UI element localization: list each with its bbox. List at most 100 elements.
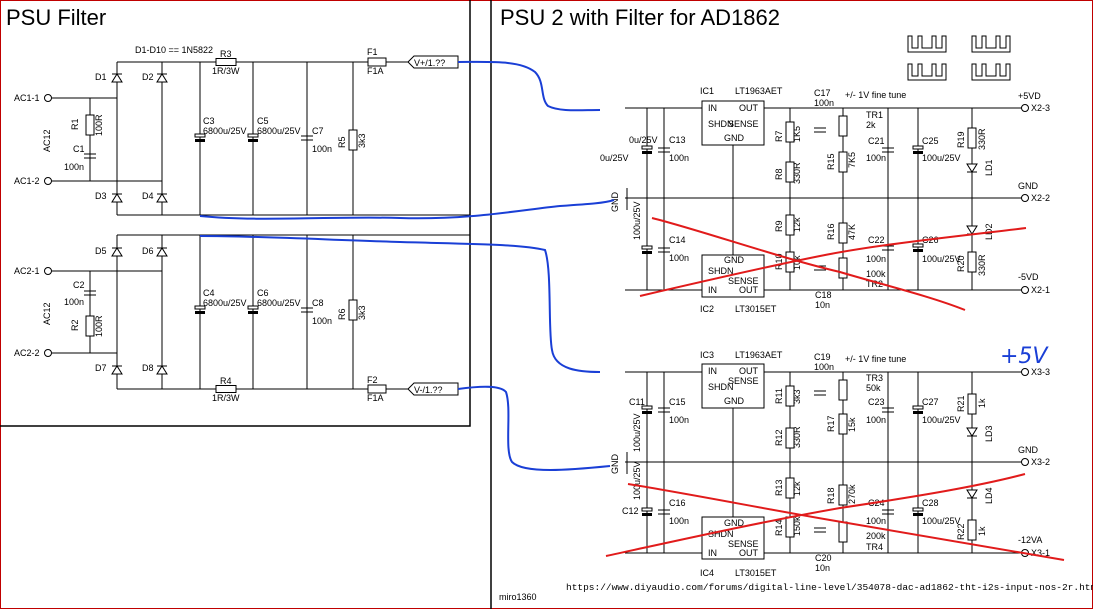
svg-text:R3: R3 [220,49,232,59]
svg-text:R7: R7 [774,130,784,142]
svg-text:100u/25V: 100u/25V [922,516,961,526]
svg-text:100n: 100n [669,516,689,526]
rail-label: GND [1018,445,1039,455]
svg-text:1K5: 1K5 [792,126,802,142]
svg-text:100n: 100n [64,297,84,307]
fine-tune-note: +/- 1V fine tune [845,354,906,364]
svg-text:R16: R16 [826,223,836,240]
svg-text:50k: 50k [866,383,881,393]
svg-text:C22: C22 [868,235,885,245]
svg-text:150k: 150k [792,516,802,536]
rail-label: -5VD [1018,272,1039,282]
terminal-label: X3-2 [1031,457,1050,467]
svg-text:47K: 47K [847,224,857,240]
svg-text:IC3: IC3 [700,350,714,360]
svg-text:C4: C4 [203,288,215,298]
svg-text:D4: D4 [142,191,154,201]
right-title: PSU 2 with Filter for AD1862 [500,5,780,30]
svg-text:IN: IN [708,548,717,558]
svg-text:SENSE: SENSE [728,276,759,286]
upper-rectifier: D1-D10 == 1N5822 D1 D2 D3 D4 AC1-1 AC1-2… [14,45,470,216]
svg-text:D8: D8 [142,363,154,373]
svg-text:0u/25V: 0u/25V [629,135,658,145]
svg-text:LT3015ET: LT3015ET [735,568,777,578]
svg-text:LT3015ET: LT3015ET [735,304,777,314]
terminal-label: X3-1 [1031,548,1050,558]
svg-text:100u/25V: 100u/25V [922,153,961,163]
svg-text:C13: C13 [669,135,686,145]
svg-text:R21: R21 [956,395,966,412]
blue-hand-wires [199,60,615,471]
svg-text:3k3: 3k3 [357,305,367,320]
svg-text:R11: R11 [774,388,784,404]
ac-input: AC2-1 [14,266,40,276]
diode-note: D1-D10 == 1N5822 [135,45,213,55]
rail-label: +5VD [1018,91,1041,101]
svg-text:GND: GND [724,255,745,265]
source-url: https://www.diyaudio.com/forums/digital-… [566,582,1093,593]
svg-text:F1: F1 [367,47,378,57]
svg-text:R2: R2 [70,319,80,331]
svg-text:7K5: 7K5 [847,152,857,168]
svg-text:C27: C27 [922,397,939,407]
svg-text:3k3: 3k3 [357,133,367,148]
svg-text:R15: R15 [826,153,836,170]
svg-text:12k: 12k [792,481,802,496]
left-title: PSU Filter [6,5,106,30]
svg-text:100n: 100n [312,144,332,154]
svg-text:3k3: 3k3 [792,389,802,404]
svg-text:100n: 100n [866,254,886,264]
svg-text:R5: R5 [337,136,347,148]
svg-text:IN: IN [708,103,717,113]
svg-text:C19: C19 [814,352,831,362]
svg-text:GND: GND [610,454,620,475]
regulator-ic [701,100,765,146]
svg-text:C18: C18 [815,290,832,300]
handwritten-note: +5V [1000,344,1049,369]
svg-text:R18: R18 [826,487,836,504]
svg-text:R12: R12 [774,429,784,446]
svg-text:100n: 100n [669,415,689,425]
svg-text:100n: 100n [669,253,689,263]
svg-text:6800u/25V: 6800u/25V [257,298,301,308]
svg-text:1k: 1k [977,398,987,408]
svg-text:IC1: IC1 [700,86,714,96]
svg-text:C2: C2 [73,280,85,290]
svg-text:D2: D2 [142,72,154,82]
svg-text:F1A: F1A [367,393,384,403]
svg-text:SHDN: SHDN [708,119,734,129]
svg-text:SHDN: SHDN [708,266,734,276]
svg-text:C1: C1 [73,144,85,154]
svg-text:12k: 12k [792,217,802,232]
ac-input: AC2-2 [14,348,40,358]
svg-text:C12: C12 [622,506,639,516]
svg-text:C8: C8 [312,298,324,308]
svg-text:C17: C17 [814,88,831,98]
svg-text:F2: F2 [367,375,378,385]
svg-text:100R: 100R [94,315,104,337]
svg-text:330R: 330R [977,128,987,150]
svg-text:D3: D3 [95,191,107,201]
svg-text:C5: C5 [257,116,269,126]
svg-text:D5: D5 [95,246,107,256]
svg-text:15k: 15k [847,417,857,432]
svg-text:R13: R13 [774,479,784,496]
svg-text:R6: R6 [337,308,347,320]
svg-text:F1A: F1A [367,66,384,76]
svg-text:R1: R1 [70,118,80,130]
terminal-label: X2-3 [1031,103,1050,113]
svg-text:C11: C11 [629,397,645,407]
svg-text:100n: 100n [814,98,834,108]
svg-text:100n: 100n [866,153,886,163]
red-cross-marks [605,217,1065,561]
svg-text:C23: C23 [868,397,885,407]
svg-text:C28: C28 [922,498,939,508]
svg-text:OUT: OUT [739,103,759,113]
svg-text:C14: C14 [669,235,686,245]
svg-text:330R: 330R [792,162,802,184]
svg-text:D7: D7 [95,363,107,373]
svg-text:100n: 100n [669,153,689,163]
svg-text:0u/25V: 0u/25V [600,153,629,163]
svg-text:10n: 10n [815,300,830,310]
